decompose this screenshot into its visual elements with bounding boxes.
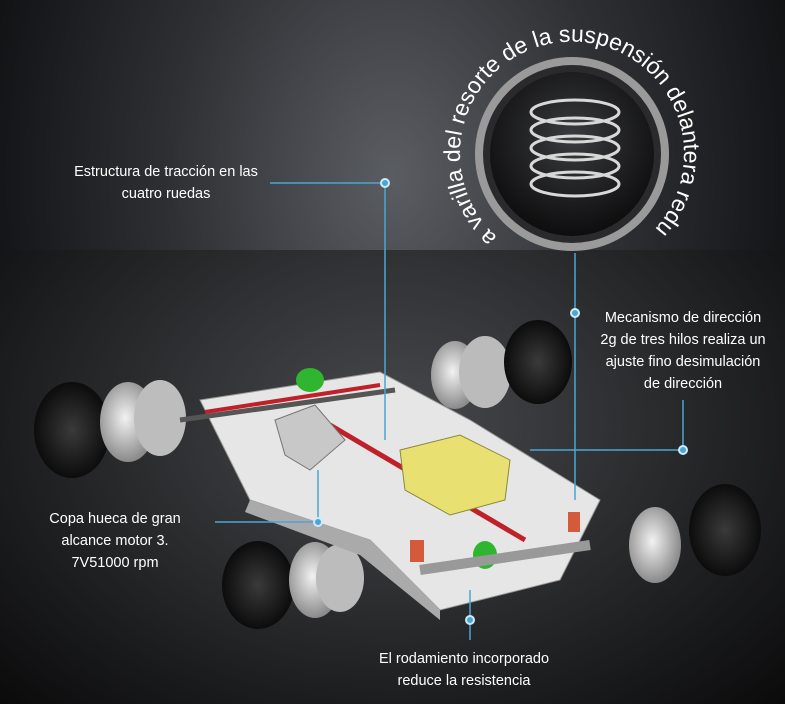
wheel-rear-bottom bbox=[222, 541, 364, 629]
steering-line-4: de dirección bbox=[643, 376, 723, 392]
motor-label: Copa hueca de gran alcance motor 3. 7V51… bbox=[22, 508, 208, 574]
traction-line-1: Estructura de tracción en las bbox=[74, 164, 258, 180]
bearing-line-1: El rodamiento incorporado bbox=[378, 651, 550, 667]
bearing-label: El rodamiento incorporado reduce la resi… bbox=[360, 648, 568, 692]
spring-badge bbox=[475, 57, 669, 251]
steering-label: Mecanismo de dirección 2g de tres hilos … bbox=[585, 307, 781, 395]
motor-line-3: 7V51000 rpm bbox=[71, 555, 159, 571]
wheel-front-right-bottom bbox=[629, 484, 761, 583]
steering-line-2: 2g de tres hilos realiza un bbox=[600, 332, 766, 348]
traction-line-2: cuatro ruedas bbox=[121, 186, 211, 202]
motor-line-2: alcance motor 3. bbox=[61, 533, 169, 549]
steering-line-1: Mecanismo de dirección bbox=[604, 310, 762, 326]
traction-label: Estructura de tracción en las cuatro rue… bbox=[60, 161, 272, 205]
wheel-rear-left bbox=[34, 380, 186, 478]
chassis bbox=[179, 368, 601, 620]
bearing-line-2: reduce la resistencia bbox=[397, 673, 531, 689]
wheel-front-right-top bbox=[431, 320, 572, 409]
callout-dots bbox=[313, 178, 688, 625]
steering-line-3: ajuste fino desimulación bbox=[605, 354, 761, 370]
motor-line-1: Copa hueca de gran bbox=[49, 511, 181, 527]
spring-icon bbox=[529, 98, 621, 198]
